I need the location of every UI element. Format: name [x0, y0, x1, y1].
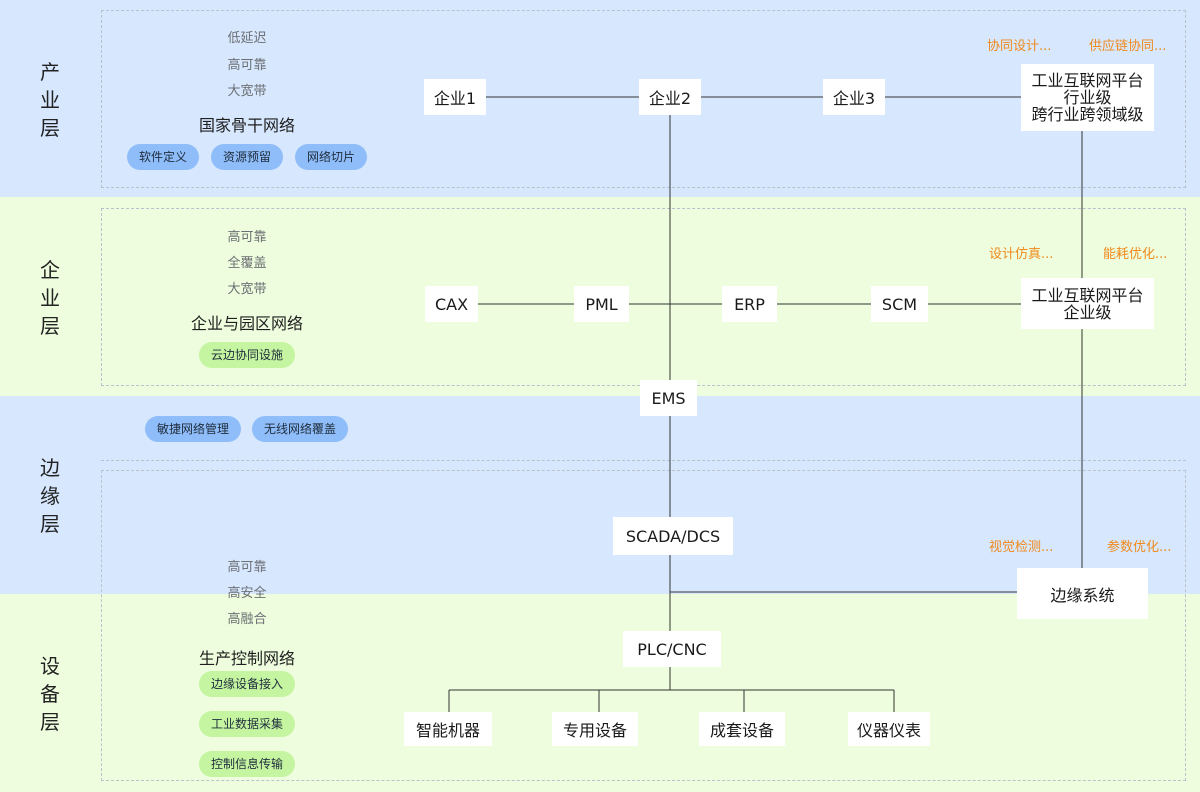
node-scm: SCM: [871, 286, 928, 322]
enterprise-network-title: 企业与园区网络: [190, 314, 303, 333]
pill-wireless-coverage: 无线网络覆盖: [252, 416, 348, 442]
pill-cloud-edge-collab: 云边协同设施: [199, 342, 295, 368]
tag-visual-inspection: 视觉检测...: [989, 540, 1054, 555]
node-enterprise-1: 企业1: [424, 79, 486, 115]
node-complete-equipment: 成套设备: [699, 712, 785, 746]
layer-label-industry: 产业层: [26, 58, 74, 142]
node-pml: PML: [574, 286, 629, 322]
tag-energy-optimization: 能耗优化...: [1103, 247, 1168, 262]
node-plc-cnc: PLC/CNC: [623, 631, 721, 667]
node-scada-dcs: SCADA/DCS: [613, 517, 733, 555]
layer-label-edge: 边缘层: [26, 454, 74, 538]
device-prop-2: 高安全: [227, 586, 267, 601]
node-ems: EMS: [640, 380, 697, 416]
node-enterprise-3: 企业3: [823, 79, 885, 115]
node-instruments: 仪器仪表: [848, 712, 930, 746]
edge-divider: [101, 460, 1186, 461]
node-special-equipment: 专用设备: [552, 712, 638, 746]
pill-resource-reservation: 资源预留: [211, 144, 283, 170]
device-network-title: 生产控制网络: [198, 649, 295, 668]
industry-dashed-frame: [101, 10, 1186, 188]
platform-industry-line-1: 工业互联网平台: [1031, 71, 1144, 90]
platform-enterprise-line-1: 工业互联网平台: [1031, 285, 1144, 305]
industry-prop-1: 低延迟: [227, 31, 267, 46]
layer-label-enterprise: 企业层: [26, 256, 74, 340]
pill-agile-network-mgmt: 敏捷网络管理: [145, 416, 241, 442]
node-enterprise-2: 企业2: [639, 79, 701, 115]
tag-supply-chain: 供应链协同...: [1089, 39, 1167, 54]
pill-network-slicing: 网络切片: [295, 144, 367, 170]
industry-layer-band: [0, 0, 1200, 197]
device-prop-3: 高融合: [227, 612, 267, 627]
node-edge-system: 边缘系统: [1017, 568, 1148, 619]
device-dashed-frame: [101, 470, 1186, 781]
pill-edge-device-access: 边缘设备接入: [199, 671, 295, 697]
enterprise-prop-1: 高可靠: [227, 230, 267, 245]
layer-label-device: 设备层: [26, 652, 74, 736]
node-smart-machine: 智能机器: [404, 712, 492, 746]
layer-label-industry-text: 产业层: [40, 60, 60, 140]
platform-industry-line-2: 行业级: [1063, 88, 1112, 107]
pill-software-defined: 软件定义: [127, 144, 199, 170]
node-erp: ERP: [722, 286, 777, 322]
industry-network-title: 国家骨干网络: [198, 116, 295, 135]
pill-control-info-transmission: 控制信息传输: [199, 751, 295, 777]
node-platform-enterprise: 工业互联网平台 企业级: [1021, 278, 1154, 329]
platform-industry-line-3: 跨行业跨领域级: [1031, 105, 1144, 124]
tag-parameter-optimization: 参数优化...: [1107, 540, 1172, 555]
platform-enterprise-line-2: 企业级: [1063, 302, 1112, 322]
tag-collab-design: 协同设计...: [987, 39, 1052, 54]
layer-label-edge-text: 边缘层: [40, 456, 60, 536]
enterprise-prop-2: 全覆盖: [227, 256, 267, 271]
device-prop-1: 高可靠: [227, 560, 267, 575]
node-platform-industry: 工业互联网平台 行业级 跨行业跨领域级: [1021, 64, 1154, 131]
node-cax: CAX: [425, 286, 478, 322]
layer-label-enterprise-text: 企业层: [40, 258, 60, 338]
industry-prop-3: 大宽带: [227, 84, 267, 99]
enterprise-prop-3: 大宽带: [227, 282, 267, 297]
tag-design-simulation: 设计仿真...: [989, 247, 1054, 262]
pill-industrial-data-collection: 工业数据采集: [199, 711, 295, 737]
industry-prop-2: 高可靠: [227, 58, 267, 73]
layer-label-device-text: 设备层: [40, 654, 60, 734]
